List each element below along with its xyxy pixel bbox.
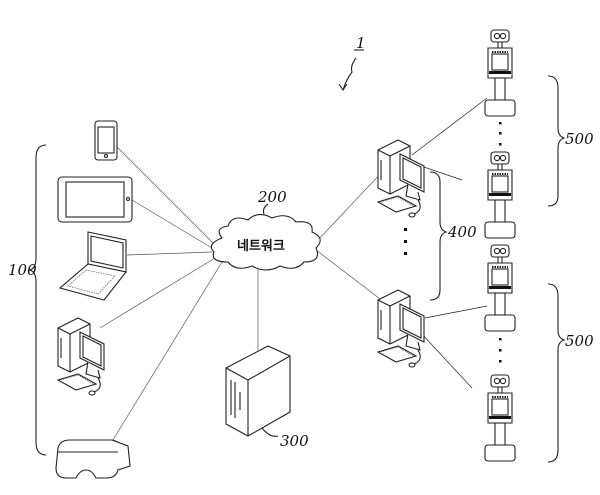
brace-500-upper [548, 76, 564, 206]
brace-400 [430, 172, 446, 300]
ref-500-upper: 500 [565, 130, 594, 148]
ref-200: 200 [257, 188, 287, 206]
robot-1 [485, 30, 515, 116]
ref-1: 1 [356, 34, 366, 52]
ref-100: 100 [8, 261, 37, 279]
leader-300 [262, 428, 278, 436]
network-cloud [211, 204, 320, 270]
ref-300: 300 [280, 432, 309, 450]
server [226, 346, 290, 436]
network-label: 네트워크 [237, 238, 285, 254]
ellipsis-terminals [404, 228, 407, 255]
ref-400: 400 [447, 223, 477, 241]
vr-headset [56, 440, 130, 478]
ref-1-arrow [339, 58, 356, 90]
robot-2 [485, 152, 515, 238]
robot-3 [485, 245, 515, 331]
brace-100 [30, 145, 46, 455]
desktop-computer [58, 318, 104, 395]
control-terminal-2 [378, 290, 424, 367]
ref-500-lower: 500 [565, 332, 594, 350]
connection-lines [100, 98, 487, 448]
laptop [60, 232, 126, 300]
brace-500-lower [548, 284, 564, 462]
robot-4 [485, 375, 515, 461]
smartphone [95, 121, 117, 160]
tablet [58, 177, 132, 222]
